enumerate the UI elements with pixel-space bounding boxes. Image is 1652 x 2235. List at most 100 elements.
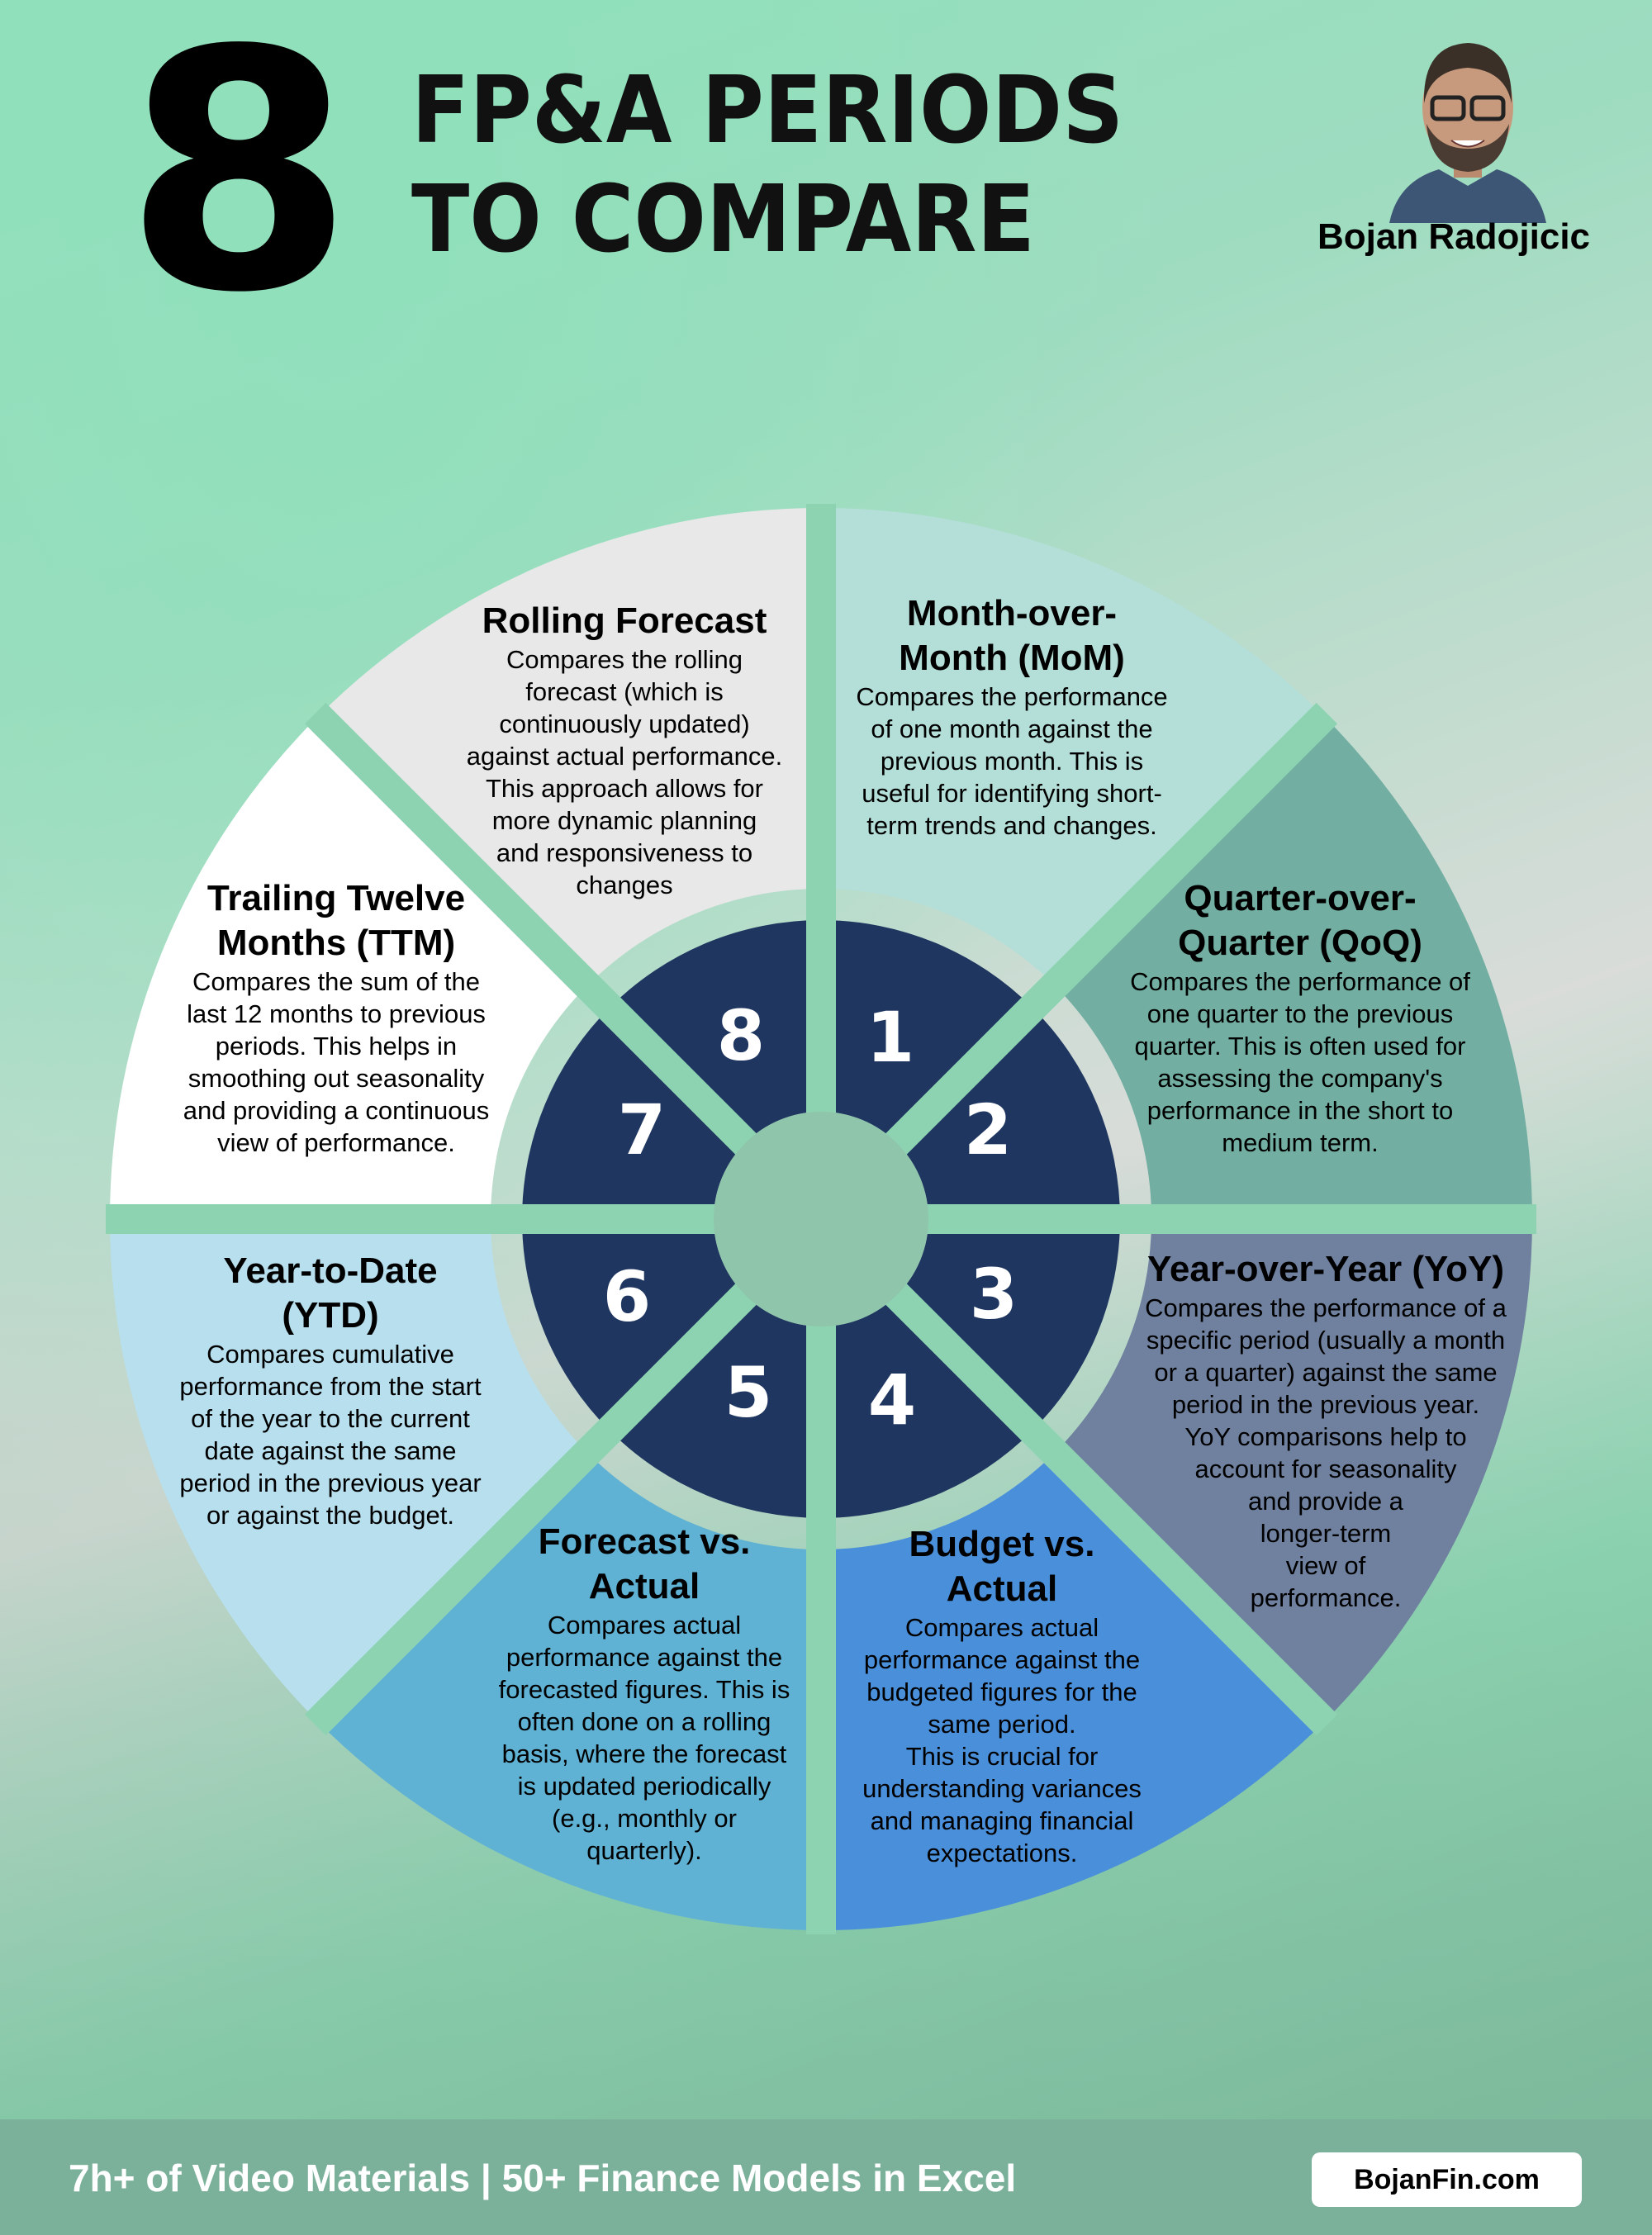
period-title-line: Trailing Twelve (206, 878, 466, 918)
period-description-line: longer-term (1260, 1519, 1392, 1548)
period-description-line: Compares the rolling (506, 645, 743, 674)
period-description-line: often done on a rolling (517, 1707, 771, 1736)
period-title: Forecast vs.Actual (499, 1520, 790, 1609)
period-number-2: 2 (963, 1089, 1013, 1170)
period-description-line: one quarter to the previous (1146, 999, 1454, 1028)
period-title-line: Forecast vs. (538, 1521, 751, 1562)
period-description-line: Compares cumulative (206, 1340, 454, 1369)
period-description-line: period in the previous year (179, 1469, 482, 1497)
number-wedge-8 (610, 920, 821, 1144)
segment-3 (1054, 1219, 1532, 1722)
period-description-line: performance against the (506, 1643, 783, 1672)
period-description: Compares actual performance against the fo… (499, 1609, 790, 1867)
period-description-line: periods. This helps in (215, 1032, 458, 1061)
period-title-line: Budget vs. (909, 1524, 1095, 1564)
period-description-line: useful for identifying short- (862, 779, 1162, 808)
period-description-line: or a quarter) against the same (1154, 1358, 1498, 1387)
period-description-line: smoothing out seasonality (188, 1064, 485, 1093)
period-description-line: Compares actual (547, 1611, 742, 1639)
period-description-line: budgeted figures for the (866, 1677, 1137, 1706)
big-number: 8 (124, 0, 354, 365)
period-description-line: This is crucial for (905, 1742, 1099, 1771)
period-description-line: term trends and changes. (866, 811, 1157, 840)
period-description-line: This approach allows for (486, 774, 763, 803)
period-block-1: Month-over-Month (MoM)Compares the perfo… (856, 591, 1167, 842)
period-description-line: forecasted figures. This is (498, 1675, 790, 1704)
period-description-line: expectations. (926, 1839, 1078, 1867)
segment-8 (318, 508, 822, 986)
period-title-line: Rolling Forecast (482, 600, 767, 641)
period-description-line: of the year to the current (191, 1404, 470, 1433)
period-description-line: Compares the sum of the (192, 967, 481, 996)
period-description-line: view of performance. (217, 1128, 455, 1157)
period-description-line: last 12 months to previous (187, 999, 486, 1028)
period-number-3: 3 (969, 1254, 1018, 1335)
period-description-line: Compares actual (904, 1613, 1099, 1642)
author-name: Bojan Radojicic (1317, 216, 1591, 257)
period-description-line: understanding variances (862, 1774, 1142, 1803)
number-wedge-1 (821, 920, 1032, 1144)
period-description-line: of one month against the (871, 714, 1153, 743)
number-wedge-2 (896, 1008, 1120, 1219)
period-number-7: 7 (617, 1089, 667, 1170)
period-block-3: Year-over-Year (YoY)Compares the perform… (1145, 1247, 1507, 1614)
title-line-2: TO COMPARE (411, 166, 1036, 273)
period-title: Month-over-Month (MoM) (856, 591, 1167, 681)
period-description-line: changes (576, 871, 673, 899)
segment-7 (110, 716, 588, 1219)
period-title-line: Actual (588, 1566, 700, 1606)
period-description: Compares the performance of one quarter t… (1130, 966, 1470, 1159)
footer-bar: 7h+ of Video Materials | 50+ Finance Mod… (0, 2119, 1652, 2235)
period-title-line: Year-over-Year (YoY) (1146, 1249, 1505, 1289)
period-description-line: performance in the short to (1146, 1096, 1454, 1125)
period-number-4: 4 (867, 1360, 917, 1440)
period-description-line: previous month. This is (880, 747, 1144, 776)
period-description-line: against actual performance. (466, 742, 783, 771)
period-number-6: 6 (602, 1256, 652, 1337)
period-description-line: and managing financial (870, 1806, 1134, 1835)
number-wedge-6 (522, 1219, 746, 1431)
period-title: Year-to-Date(YTD) (179, 1249, 481, 1338)
period-block-2: Quarter-over-Quarter (QoQ)Compares the p… (1130, 876, 1470, 1159)
period-number-8: 8 (716, 995, 766, 1076)
center-hub (714, 1112, 928, 1326)
number-wedge-7 (522, 1008, 746, 1219)
period-description-line: period in the previous year. (1171, 1390, 1480, 1419)
period-description-line: or against the budget. (206, 1501, 454, 1530)
period-description-line: (e.g., monthly or (552, 1804, 737, 1833)
period-title-line: Quarter (QoQ) (1178, 923, 1422, 963)
period-description-line: Compares the performance of (1130, 967, 1470, 996)
website-button[interactable]: BojanFin.com (1312, 2152, 1582, 2207)
period-number-5: 5 (724, 1352, 773, 1433)
period-description-line: quarter. This is often used for (1134, 1032, 1466, 1061)
period-description-line: continuously updated) (499, 709, 750, 738)
period-description-line: quarterly). (586, 1836, 702, 1865)
segment-6 (110, 1219, 588, 1722)
period-description-line: same period. (928, 1710, 1076, 1739)
title-line-1: FP&A PERIODS (411, 57, 1124, 164)
period-title-line: (YTD) (282, 1295, 379, 1336)
segment-2 (1054, 716, 1532, 1219)
period-description-line: Compares the performance of a (1145, 1293, 1507, 1322)
period-description-line: performance. (1250, 1583, 1402, 1612)
segment-4 (821, 1452, 1324, 1930)
period-description-line: and provide a (1248, 1487, 1403, 1516)
number-wedge-4 (821, 1294, 1032, 1518)
period-number-1: 1 (866, 997, 915, 1078)
period-description-line: YoY comparisons help to (1184, 1422, 1467, 1451)
period-description-line: assessing the company's (1157, 1064, 1443, 1093)
period-title-line: Month (MoM) (899, 638, 1125, 678)
author-photo (1389, 43, 1546, 223)
period-description-line: is updated periodically (517, 1772, 771, 1801)
period-title-line: Months (TTM) (216, 923, 456, 963)
period-description-line: Compares the performance (856, 682, 1168, 711)
number-wedge-3 (896, 1219, 1120, 1431)
